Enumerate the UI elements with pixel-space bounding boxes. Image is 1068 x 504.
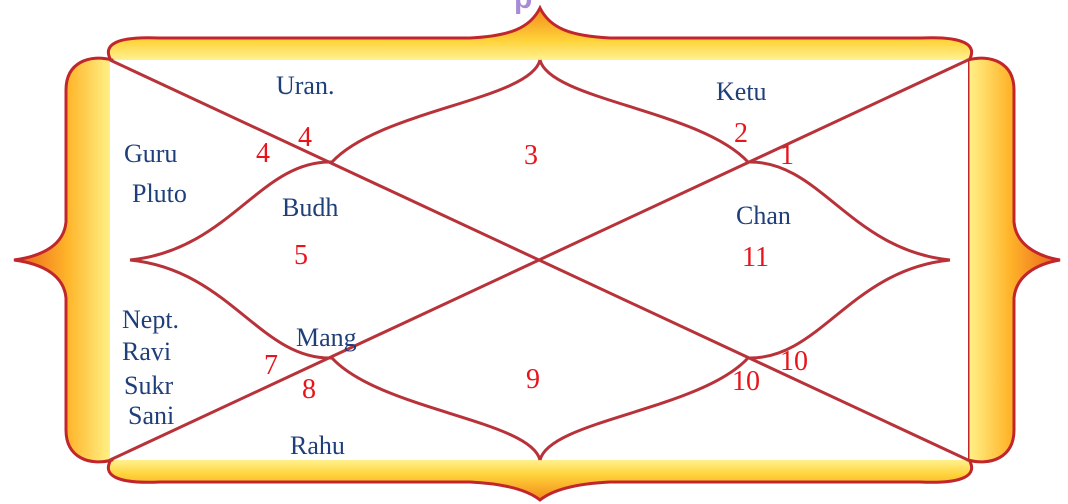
bottom-brace-frame: [108, 458, 971, 500]
planet-nept: Nept.: [122, 305, 179, 334]
planet-mang: Mang: [296, 323, 357, 352]
house-number: 10: [732, 366, 760, 397]
house-number: 3: [524, 140, 538, 171]
planet-sani: Sani: [128, 401, 174, 430]
planet-chan: Chan: [736, 201, 791, 230]
house-number: 8: [302, 374, 316, 405]
planet-ketu: Ketu: [716, 77, 767, 106]
house-number: 4: [256, 138, 270, 169]
house-number: 7: [264, 350, 278, 381]
house-number: 5: [294, 240, 308, 271]
planet-guru: Guru: [124, 139, 177, 168]
planet-pluto: Pluto: [132, 179, 187, 208]
house-number: 2: [734, 118, 748, 149]
planet-rahu: Rahu: [290, 431, 345, 460]
house-number: 1: [780, 140, 794, 171]
house-number: 10: [780, 346, 808, 377]
left-brace-frame: [14, 58, 112, 462]
house-number: 11: [742, 242, 769, 273]
house-number: 4: [298, 122, 312, 153]
planet-uran: Uran.: [276, 71, 334, 100]
title-fragment: p: [514, 0, 532, 15]
top-brace-frame: [108, 8, 971, 62]
right-brace-frame: [968, 58, 1060, 462]
planet-ravi: Ravi: [122, 337, 171, 366]
planet-sukr: Sukr: [124, 371, 173, 400]
planet-budh: Budh: [282, 193, 338, 222]
house-number: 9: [526, 364, 540, 395]
